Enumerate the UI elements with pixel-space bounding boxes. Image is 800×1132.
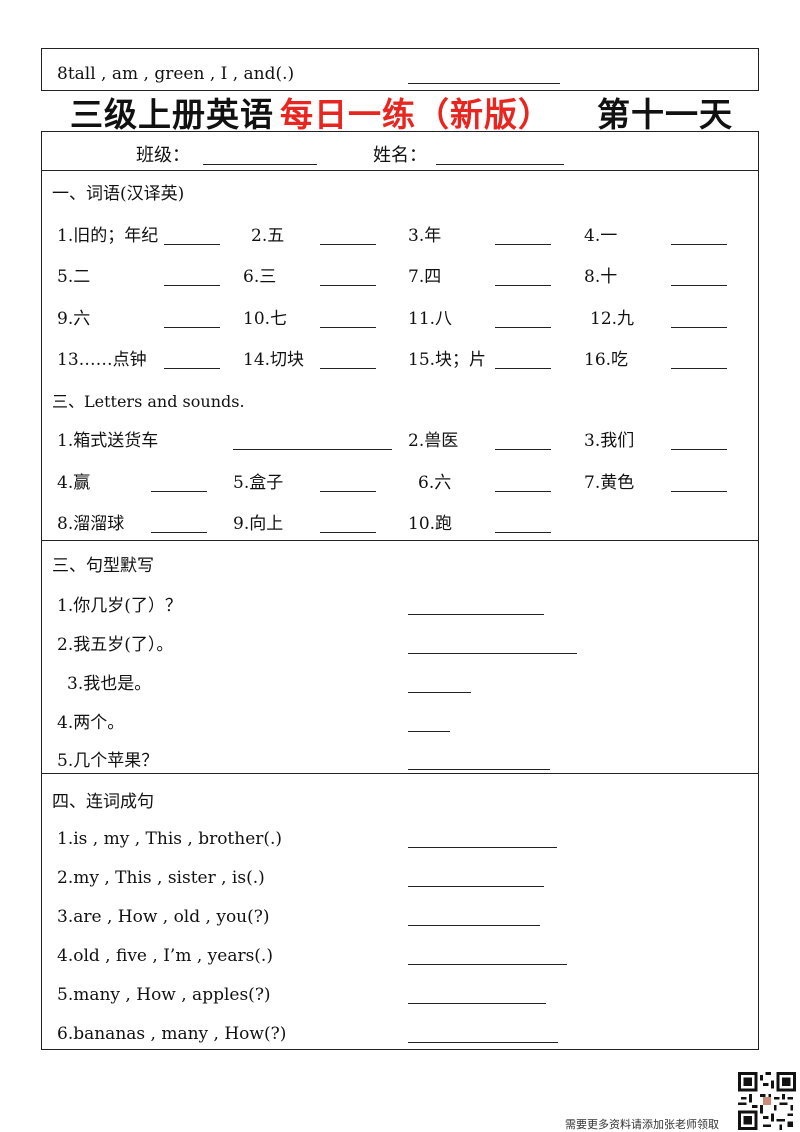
divider	[41, 540, 759, 541]
divider	[41, 773, 759, 774]
answer-line[interactable]	[320, 368, 376, 369]
vocab-item: 2.五	[251, 226, 285, 246]
answer-line[interactable]	[408, 1042, 558, 1043]
answer-line[interactable]	[320, 244, 376, 245]
vocab-item: 12.九	[590, 309, 635, 329]
top-item-box	[41, 48, 759, 91]
vocab-item: 4.赢	[57, 473, 91, 493]
vocab-item: 9.向上	[233, 514, 284, 534]
answer-line[interactable]	[164, 327, 220, 328]
footer-note: 需要更多资料请添加张老师领取	[565, 1118, 719, 1131]
answer-line[interactable]	[408, 614, 544, 615]
title-part1: 三级上册英语	[70, 95, 274, 134]
answer-line[interactable]	[495, 244, 551, 245]
vocab-item: 8.十	[584, 267, 618, 287]
vocab-item: 15.块；片	[408, 350, 487, 370]
sentence-item: 5.几个苹果？	[57, 751, 159, 771]
answer-line[interactable]	[408, 964, 567, 965]
vocab-item: 16.吃	[584, 350, 629, 370]
worksheet-box	[41, 131, 759, 1050]
class-field[interactable]	[203, 164, 317, 165]
answer-line[interactable]	[164, 368, 220, 369]
vocab-item: 11.八	[408, 309, 453, 329]
vocab-item: 10.跑	[408, 514, 453, 534]
vocab-item: 7.黄色	[584, 473, 635, 493]
answer-line[interactable]	[671, 449, 727, 450]
vocab-item: 9.六	[57, 309, 91, 329]
name-field[interactable]	[436, 164, 564, 165]
answer-line[interactable]	[671, 244, 727, 245]
answer-line[interactable]	[320, 327, 376, 328]
divider	[41, 170, 759, 171]
sentence-item: 1.你几岁(了）？	[57, 596, 182, 616]
title-part3: 第十一天	[597, 95, 733, 134]
qr-code-icon	[738, 1072, 796, 1130]
answer-line[interactable]	[320, 285, 376, 286]
vocab-item: 6.三	[243, 267, 277, 287]
answer-line[interactable]	[408, 847, 557, 848]
answer-line[interactable]	[495, 491, 551, 492]
vocab-item: 5.盒子	[233, 473, 284, 493]
top-item-text: 8tall , am , green , I , and(.)	[57, 64, 295, 84]
sentence-item: 2.我五岁(了）。	[57, 635, 174, 655]
reorder-item: 4.old , five , I’m , years(.)	[57, 946, 273, 966]
answer-line[interactable]	[495, 368, 551, 369]
vocab-item: 1.旧的；年纪	[57, 226, 159, 246]
answer-line[interactable]	[495, 327, 551, 328]
answer-line[interactable]	[408, 731, 450, 732]
sentence-item: 3.我也是。	[67, 674, 152, 694]
answer-line[interactable]	[164, 285, 220, 286]
answer-line[interactable]	[671, 327, 727, 328]
answer-line[interactable]	[408, 925, 540, 926]
answer-line[interactable]	[233, 449, 392, 450]
answer-line[interactable]	[408, 83, 560, 84]
answer-line[interactable]	[151, 532, 207, 533]
answer-line[interactable]	[495, 532, 551, 533]
answer-line[interactable]	[495, 449, 551, 450]
vocab-item: 1.箱式送货车	[57, 431, 159, 451]
vocab-item: 10.七	[243, 309, 288, 329]
title-part2: 每日一练（新版）	[280, 95, 552, 134]
answer-line[interactable]	[320, 491, 376, 492]
class-label: 班级：	[136, 145, 190, 166]
vocab-item: 3.我们	[584, 431, 635, 451]
answer-line[interactable]	[408, 653, 577, 654]
name-label: 姓名：	[373, 145, 427, 166]
reorder-item: 5.many , How , apples(?)	[57, 985, 271, 1005]
vocab-item: 8.溜溜球	[57, 514, 125, 534]
page-title: 三级上册英语 每日一练（新版） 第十一天	[0, 88, 800, 134]
answer-line[interactable]	[671, 491, 727, 492]
answer-line[interactable]	[408, 886, 544, 887]
vocab-item: 2.兽医	[408, 431, 459, 451]
reorder-item: 1.is , my , This , brother(.)	[57, 829, 283, 849]
vocab-item: 6.六	[418, 473, 452, 493]
answer-line[interactable]	[495, 285, 551, 286]
section-2-title: 三、Letters and sounds.	[52, 392, 245, 411]
answer-line[interactable]	[164, 244, 220, 245]
answer-line[interactable]	[408, 692, 471, 693]
section-1-title: 一、词语(汉译英)	[52, 184, 185, 204]
reorder-item: 6.bananas , many , How(?)	[57, 1024, 287, 1044]
vocab-item: 4.一	[584, 226, 618, 246]
answer-line[interactable]	[408, 769, 550, 770]
answer-line[interactable]	[671, 368, 727, 369]
answer-line[interactable]	[671, 285, 727, 286]
answer-line[interactable]	[408, 1003, 546, 1004]
vocab-item: 5.二	[57, 267, 91, 287]
reorder-item: 3.are , How , old , you(?)	[57, 907, 270, 927]
section-3-title: 三、句型默写	[52, 556, 154, 576]
vocab-item: 13……点钟	[57, 350, 147, 370]
sentence-item: 4.两个。	[57, 713, 125, 733]
reorder-item: 2.my , This , sister , is(.)	[57, 868, 265, 888]
vocab-item: 7.四	[408, 267, 442, 287]
answer-line[interactable]	[151, 491, 207, 492]
section-4-title: 四、连词成句	[52, 792, 154, 812]
answer-line[interactable]	[320, 532, 376, 533]
vocab-item: 14.切块	[243, 350, 305, 370]
vocab-item: 3.年	[408, 226, 442, 246]
